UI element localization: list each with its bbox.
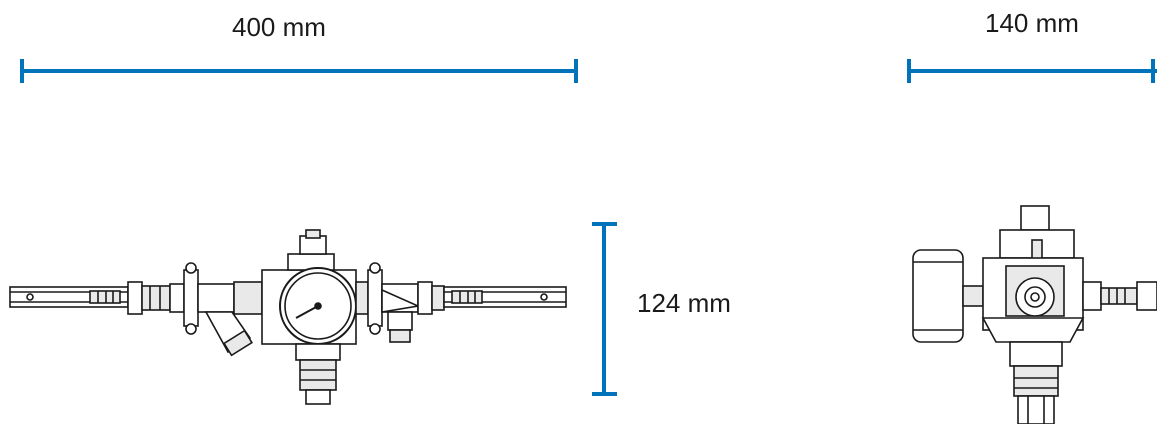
dimension-line-side-width [907, 59, 1157, 83]
dimension-line-height [592, 222, 617, 396]
pressure-reducer-front-icon [9, 229, 567, 405]
height-label: 124 mm [637, 288, 731, 318]
pressure-reducer-side-icon [912, 205, 1157, 424]
dimension-line-front-width [20, 59, 578, 83]
width-side-label: 140 mm [985, 8, 1079, 38]
width-front-label: 400 mm [232, 12, 326, 42]
